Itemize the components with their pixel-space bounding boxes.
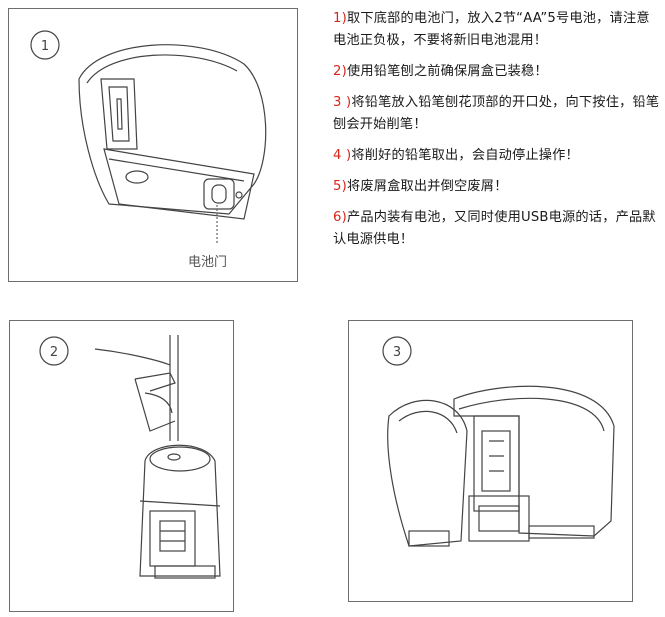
step-number-1: 1 <box>41 39 49 54</box>
instructions-list: 1)取下底部的电池门，放入2节“AA”5号电池，请注意电池正负极，不要将新旧电池… <box>333 8 663 260</box>
instruction-step-2: 2)使用铅笔刨之前确保屑盒已装稳！ <box>333 64 548 79</box>
illustration-panel-3: 3 <box>348 320 633 602</box>
step-circle-3 <box>382 336 412 366</box>
shaving-box-removal-illustration: 3 <box>382 336 615 547</box>
illustration-panel-1: 1 电池门 <box>8 8 298 282</box>
battery-door-label: 电池门 <box>188 255 228 270</box>
illustration-panel-2: 2 <box>9 320 234 612</box>
instruction-step-5: 5)将废屑盒取出并倒空废屑！ <box>333 179 508 194</box>
step-circle-1 <box>30 30 60 60</box>
instruction-step-3: 3 )将铅笔放入铅笔刨花顶部的开口处，向下按住，铅笔刨会开始削笔！ <box>333 95 660 132</box>
step-number-3: 3 <box>393 345 401 360</box>
instruction-step-6: 6)产品内装有电池，又同时使用USB电源的话，产品默认电源供电！ <box>333 210 656 247</box>
pencil-insert-illustration: 2 <box>39 335 221 579</box>
sharpener-bottom-illustration: 1 <box>30 30 267 243</box>
step-circle-2 <box>39 336 69 366</box>
instruction-step-1: 1)取下底部的电池门，放入2节“AA”5号电池，请注意电池正负极，不要将新旧电池… <box>333 11 650 48</box>
instruction-step-4: 4 )将削好的铅笔取出，会自动停止操作！ <box>333 148 579 163</box>
step-number-2: 2 <box>50 345 58 360</box>
